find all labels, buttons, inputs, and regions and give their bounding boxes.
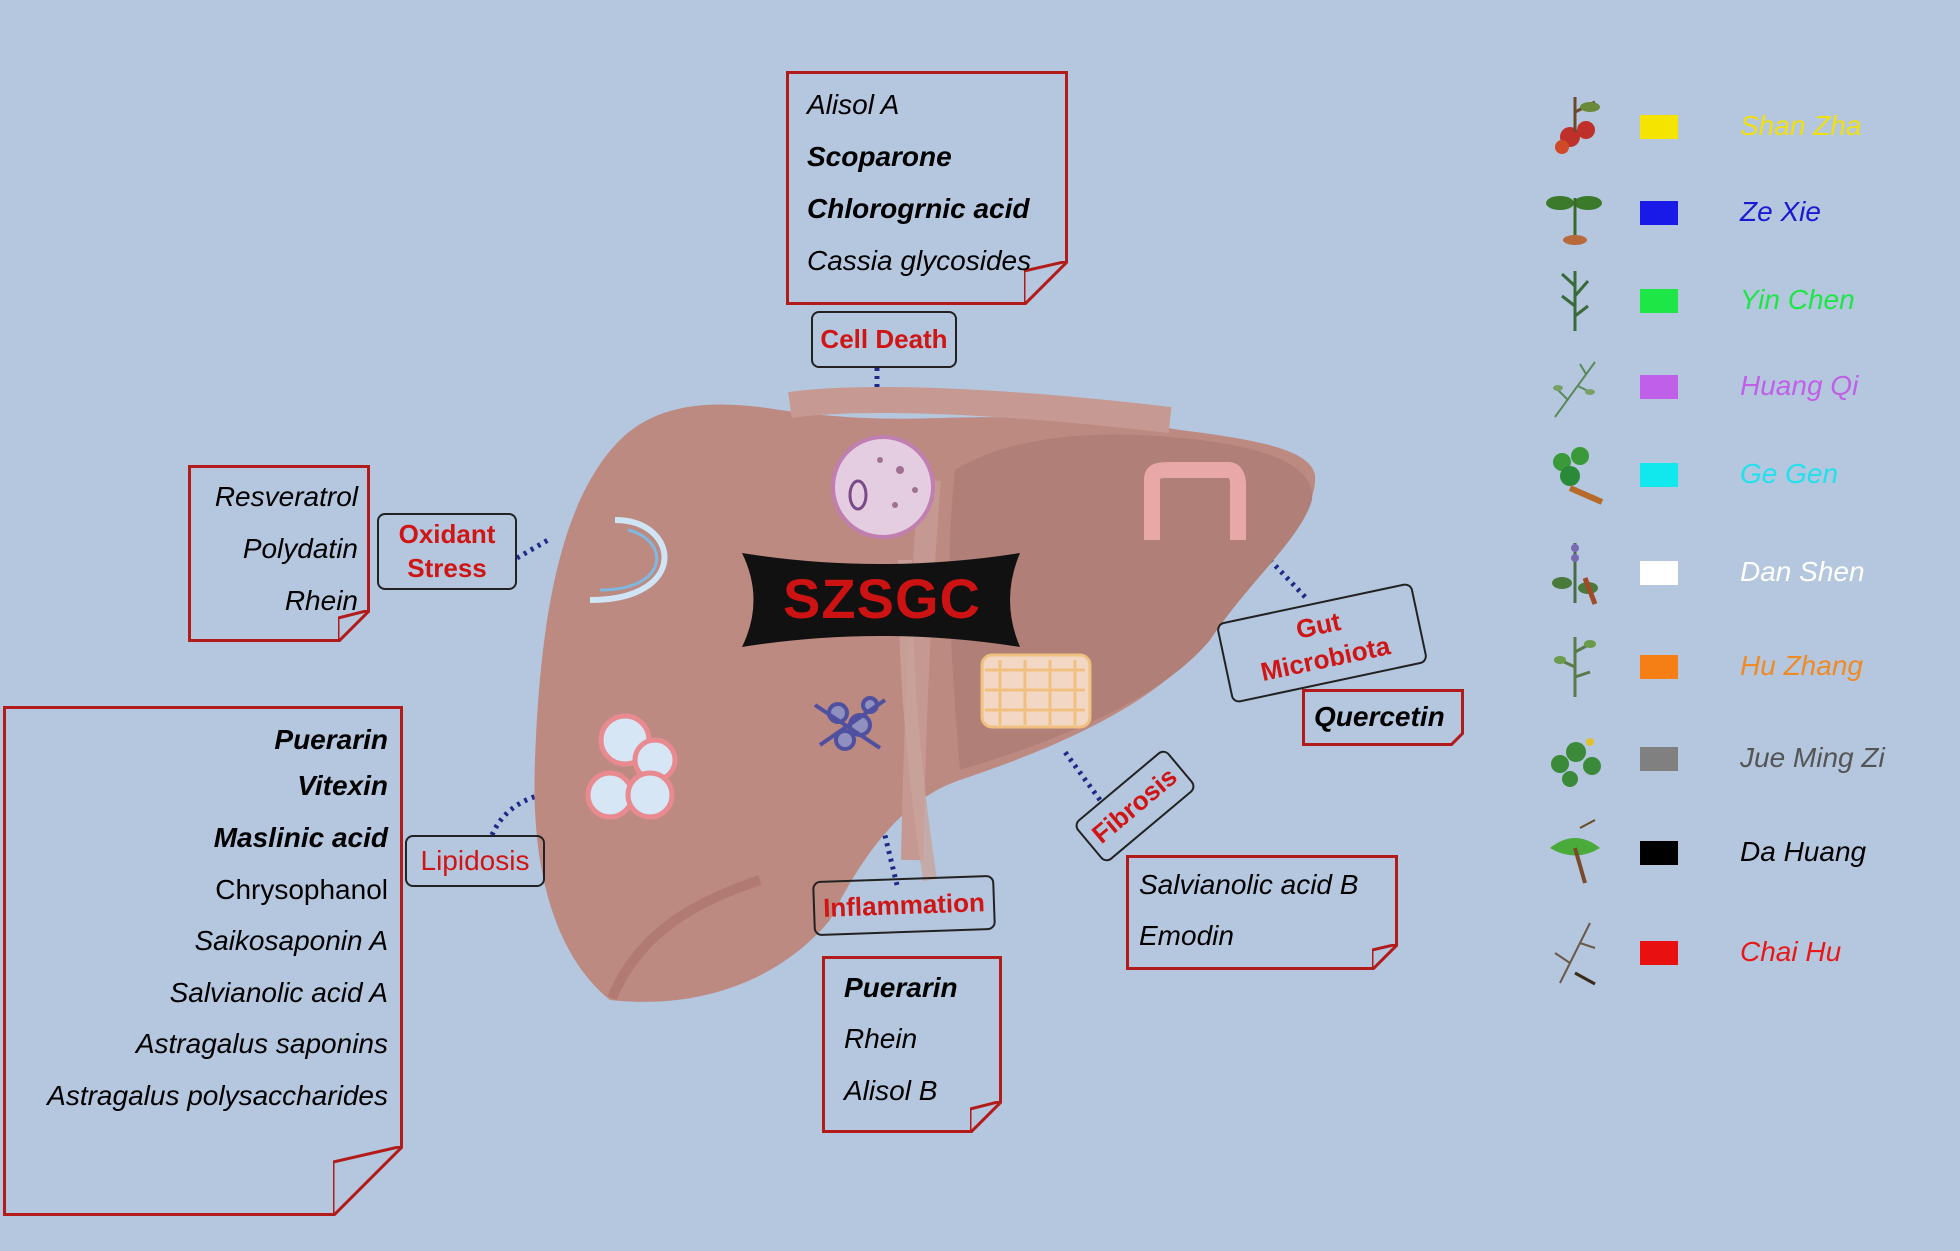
legend-herb-name: Hu Zhang <box>1740 650 1863 681</box>
lipidosis-compound: Astragalus saponins <box>135 1028 388 1059</box>
page-fold-icon <box>970 1101 1002 1133</box>
oxidant-stress-compound: Resveratrol <box>214 481 358 512</box>
legend-swatch <box>1640 747 1678 771</box>
mitochondria-icon <box>589 517 668 603</box>
legend-swatch <box>1640 841 1678 865</box>
connector-lipidosis <box>489 792 541 837</box>
legend-row: Huang Qi <box>1520 352 1940 422</box>
legend-herb-name: Dan Shen <box>1740 556 1865 587</box>
cell-death-compound-box <box>786 71 1068 305</box>
oxidant-stress-compound: Rhein <box>284 585 358 616</box>
center-banner <box>742 553 1020 647</box>
cell-death-compound: Scoparone <box>807 141 952 172</box>
lipidosis-compound: Maslinic acid <box>213 822 388 853</box>
inflammation-compound: Puerarin <box>844 972 958 1003</box>
lipidosis-compound: Saikosaponin A <box>194 925 388 956</box>
legend-swatch <box>1640 115 1678 139</box>
oxidant-stress-compound: Polydatin <box>242 533 358 564</box>
lipid-droplets-icon <box>585 713 678 820</box>
inflammation-compound: Alisol B <box>844 1075 938 1106</box>
center-title: SZSGC <box>783 566 981 630</box>
legend-row: Ze Xie <box>1520 178 1940 248</box>
cell-death-compound: Alisol A <box>807 89 900 120</box>
lipidosis-compound: Chrysophanol <box>215 874 388 905</box>
fibrosis-compound: Salvianolic acid B <box>1139 869 1359 900</box>
page-fold-icon <box>1450 732 1464 746</box>
legend-row: Da Huang <box>1520 818 1940 888</box>
legend-swatch <box>1640 655 1678 679</box>
page-fold-icon <box>1372 944 1398 970</box>
intestine-icon <box>1144 462 1246 540</box>
fibrosis-compound-box <box>1126 855 1398 970</box>
connector-oxidant <box>515 537 550 561</box>
bupleurum-icon <box>1540 918 1610 988</box>
lipidosis-compound: Vitexin <box>297 770 388 801</box>
legend-row: Jue Ming Zi <box>1520 724 1940 794</box>
pueraria-icon <box>1540 440 1610 510</box>
legend-row: Dan Shen <box>1520 538 1940 608</box>
cell-death-compound: Cassia glycosides <box>807 245 1032 276</box>
gut-microbiota-compound-box <box>1302 689 1464 746</box>
cell-death-compound: Chlorogrnic acid <box>807 193 1030 224</box>
legend-herb-name: Huang Qi <box>1740 370 1859 401</box>
legend-row: Ge Gen <box>1520 440 1940 510</box>
lipidosis-compound-box <box>3 706 403 1216</box>
inflammation-compound-box <box>822 956 1002 1133</box>
target-inflammation: Inflammation <box>812 874 996 937</box>
legend-herb-name: Yin Chen <box>1740 284 1855 315</box>
cell-icon <box>831 435 935 539</box>
legend-row: Chai Hu <box>1520 918 1940 988</box>
legend-row: Hu Zhang <box>1520 632 1940 702</box>
target-oxidant-stress: Oxidant Stress <box>377 513 517 590</box>
astragalus-icon <box>1540 352 1610 422</box>
alisma-icon <box>1540 178 1610 248</box>
connector-gut <box>1268 558 1310 602</box>
legend-swatch <box>1640 201 1678 225</box>
legend-herb-name: Jue Ming Zi <box>1740 742 1885 773</box>
legend-herb-name: Chai Hu <box>1740 936 1842 967</box>
legend-herb-name: Ze Xie <box>1740 196 1821 227</box>
legend-herb-name: Shan Zha <box>1740 110 1862 141</box>
legend-swatch <box>1640 289 1678 313</box>
page-fold-icon <box>333 1146 403 1216</box>
page-fold-icon <box>338 610 370 642</box>
artemisia-icon <box>1540 266 1610 336</box>
legend-swatch <box>1640 463 1678 487</box>
oxidant-stress-compound-box <box>188 465 370 642</box>
legend-swatch <box>1640 375 1678 399</box>
inflammation-compound: Rhein <box>844 1023 918 1054</box>
lipidosis-compound: Salvianolic acid A <box>169 977 388 1008</box>
legend-herb-name: Da Huang <box>1740 836 1867 867</box>
legend-row: Shan Zha <box>1520 92 1940 162</box>
hawthorn-icon <box>1540 92 1610 162</box>
gut-microbiota-compound: Quercetin <box>1314 701 1445 732</box>
fibrosis-compound: Emodin <box>1139 920 1234 951</box>
lipidosis-compound: Puerarin <box>274 724 388 755</box>
legend-swatch <box>1640 561 1678 585</box>
legend-swatch <box>1640 941 1678 965</box>
target-lipidosis: Lipidosis <box>405 835 545 887</box>
salvia-icon <box>1540 538 1610 608</box>
lipidosis-compound: Astragalus polysaccharides <box>47 1080 388 1111</box>
legend-row: Yin Chen <box>1520 266 1940 336</box>
fibrosis-icon <box>980 653 1092 729</box>
rhubarb-icon <box>1540 818 1610 888</box>
target-cell-death: Cell Death <box>811 311 957 368</box>
page-fold-icon <box>1024 261 1068 305</box>
connector-fibrosis <box>1062 750 1103 802</box>
polygonum-icon <box>1540 632 1610 702</box>
cassia-icon <box>1540 724 1610 794</box>
legend-herb-name: Ge Gen <box>1740 458 1839 489</box>
connector-lines <box>489 368 1310 886</box>
inflammation-icon <box>813 696 887 751</box>
